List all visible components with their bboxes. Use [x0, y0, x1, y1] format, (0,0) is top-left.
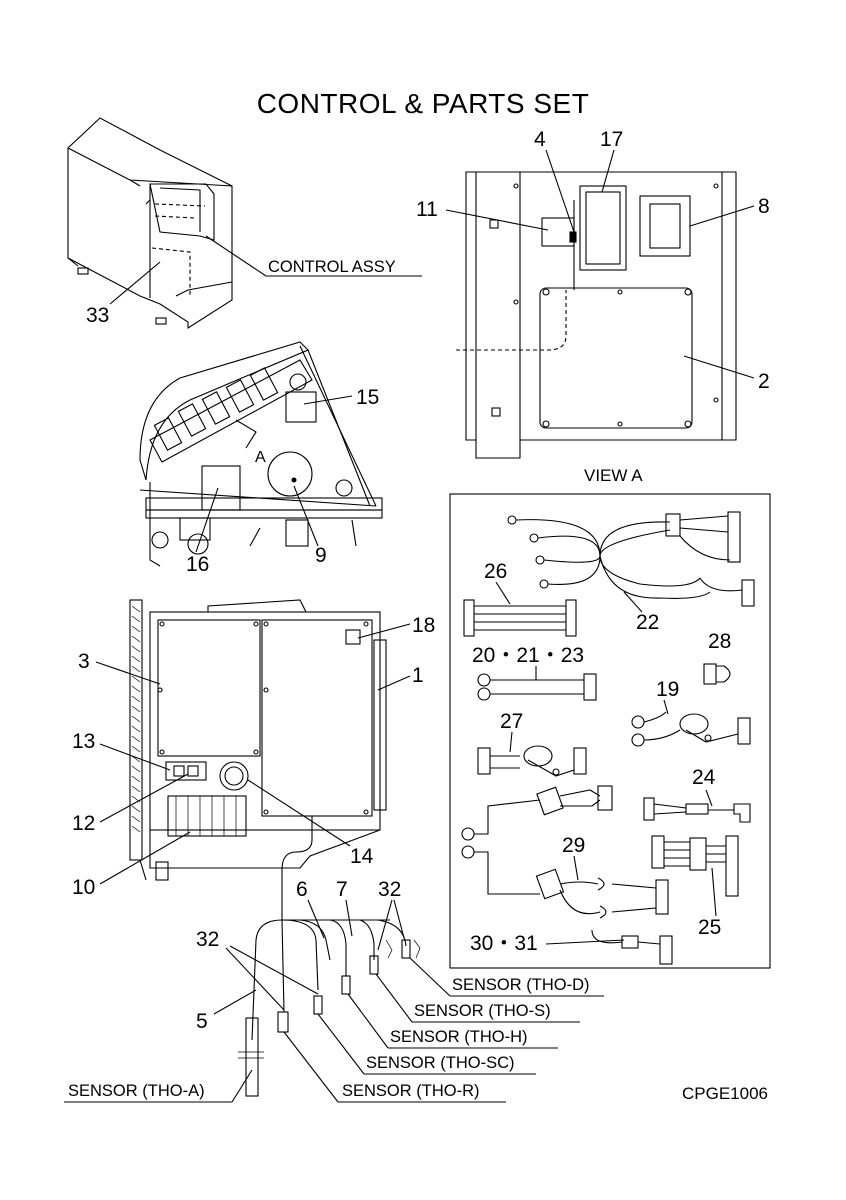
leader-tho-a	[231, 1069, 253, 1103]
harness-19-drawing	[631, 711, 751, 747]
leader-32r-a	[377, 899, 393, 951]
leader-11	[445, 209, 549, 231]
leader-5	[213, 989, 257, 1015]
leader-tho-s	[375, 973, 413, 1023]
leader-tho-sc	[317, 1013, 365, 1075]
callout-16: 16	[186, 553, 209, 576]
diagram-title: CONTROL & PARTS SET	[256, 88, 590, 119]
callout-20-21-23: 20・21・23	[472, 644, 584, 667]
callout-15: 15	[356, 386, 379, 409]
leader-2	[683, 355, 755, 379]
diagram-code: CPGE1006	[682, 1084, 768, 1103]
callout-4: 4	[534, 128, 546, 151]
leader-7	[345, 899, 353, 937]
sensor-tho-s-label: SENSOR (THO-S)	[414, 1002, 551, 1020]
leader-10	[99, 831, 191, 885]
harness-25-drawing	[651, 835, 739, 897]
callout-32-right: 32	[378, 878, 401, 901]
leader-19	[663, 699, 669, 715]
callout-22: 22	[636, 611, 659, 634]
callout-17: 17	[600, 128, 623, 151]
harness-29-drawing	[461, 785, 673, 965]
callout-12: 12	[72, 812, 95, 835]
callout-18: 18	[412, 614, 435, 637]
leader-32l-b	[229, 945, 319, 995]
callout-29: 29	[562, 834, 585, 857]
leader-4	[545, 149, 575, 233]
leader-6	[307, 899, 325, 939]
control-assy-leader	[205, 235, 267, 277]
leader-22	[623, 591, 643, 613]
leader-18	[357, 623, 411, 639]
leader-15	[303, 395, 353, 405]
leader-32l-a	[225, 947, 285, 1011]
view-a-arrow-label: A	[255, 449, 266, 466]
leader-26	[495, 581, 511, 605]
callout-32-left: 32	[196, 928, 219, 951]
harness-24-drawing	[643, 797, 751, 823]
harness-28-drawing	[703, 663, 731, 685]
callout-27: 27	[500, 710, 523, 733]
harness-22-drawing	[507, 511, 755, 607]
leader-9	[293, 485, 319, 547]
callout-19: 19	[656, 678, 679, 701]
leader-25	[711, 867, 717, 917]
callout-33: 33	[86, 304, 109, 327]
leader-17	[601, 149, 615, 193]
callout-11: 11	[416, 198, 438, 221]
callout-3: 3	[78, 650, 90, 673]
control-assy-label: CONTROL ASSY	[268, 258, 396, 276]
view-a-drawing	[456, 171, 737, 459]
sensor-tho-sc-label: SENSOR (THO-SC)	[366, 1054, 515, 1072]
harness-box	[449, 493, 771, 969]
sensor-tho-h-label: SENSOR (THO-H)	[390, 1028, 528, 1046]
sensor-tho-r-label: SENSOR (THO-R)	[342, 1082, 480, 1100]
leader-16	[195, 487, 219, 553]
callout-6: 6	[296, 878, 308, 901]
callout-5: 5	[196, 1010, 208, 1033]
leader-30-31	[545, 939, 625, 945]
callout-26: 26	[484, 560, 507, 583]
leader-tho-r	[283, 1031, 339, 1103]
harness-26-drawing	[463, 599, 577, 637]
view-a-label: VIEW A	[584, 466, 643, 485]
leader-24	[705, 789, 713, 807]
leader-tho-h	[347, 993, 389, 1049]
leader-27	[509, 731, 513, 753]
leader-1	[377, 675, 411, 691]
leader-14	[247, 779, 351, 847]
callout-8: 8	[758, 195, 770, 218]
control-box-front-drawing	[129, 599, 387, 881]
harness-20-21-23-drawing	[477, 673, 597, 701]
leader-13	[99, 743, 171, 771]
harness-27-drawing	[477, 745, 587, 777]
callout-9: 9	[315, 544, 327, 567]
leader-32r-b	[393, 899, 405, 939]
callout-13: 13	[72, 730, 95, 753]
leader-tho-d	[409, 957, 451, 997]
callout-28: 28	[708, 630, 731, 653]
leader-8	[689, 205, 755, 227]
callout-25: 25	[698, 916, 721, 939]
sensor-tho-d-label: SENSOR (THO-D)	[452, 976, 590, 994]
callout-7: 7	[336, 878, 348, 901]
callout-30-31: 30・31	[470, 932, 538, 955]
leader-29	[573, 855, 579, 881]
outdoor-unit-drawing	[67, 117, 233, 330]
control-assy-iso-drawing	[139, 341, 383, 567]
sensor-tho-a-label: SENSOR (THO-A)	[68, 1082, 205, 1100]
callout-2: 2	[758, 370, 770, 393]
callout-14: 14	[350, 845, 374, 868]
leader-3	[95, 661, 161, 685]
leader-12	[99, 773, 189, 823]
callout-10: 10	[72, 876, 95, 899]
callout-24: 24	[692, 766, 716, 789]
callout-1: 1	[412, 664, 424, 687]
leader-33	[109, 261, 161, 305]
